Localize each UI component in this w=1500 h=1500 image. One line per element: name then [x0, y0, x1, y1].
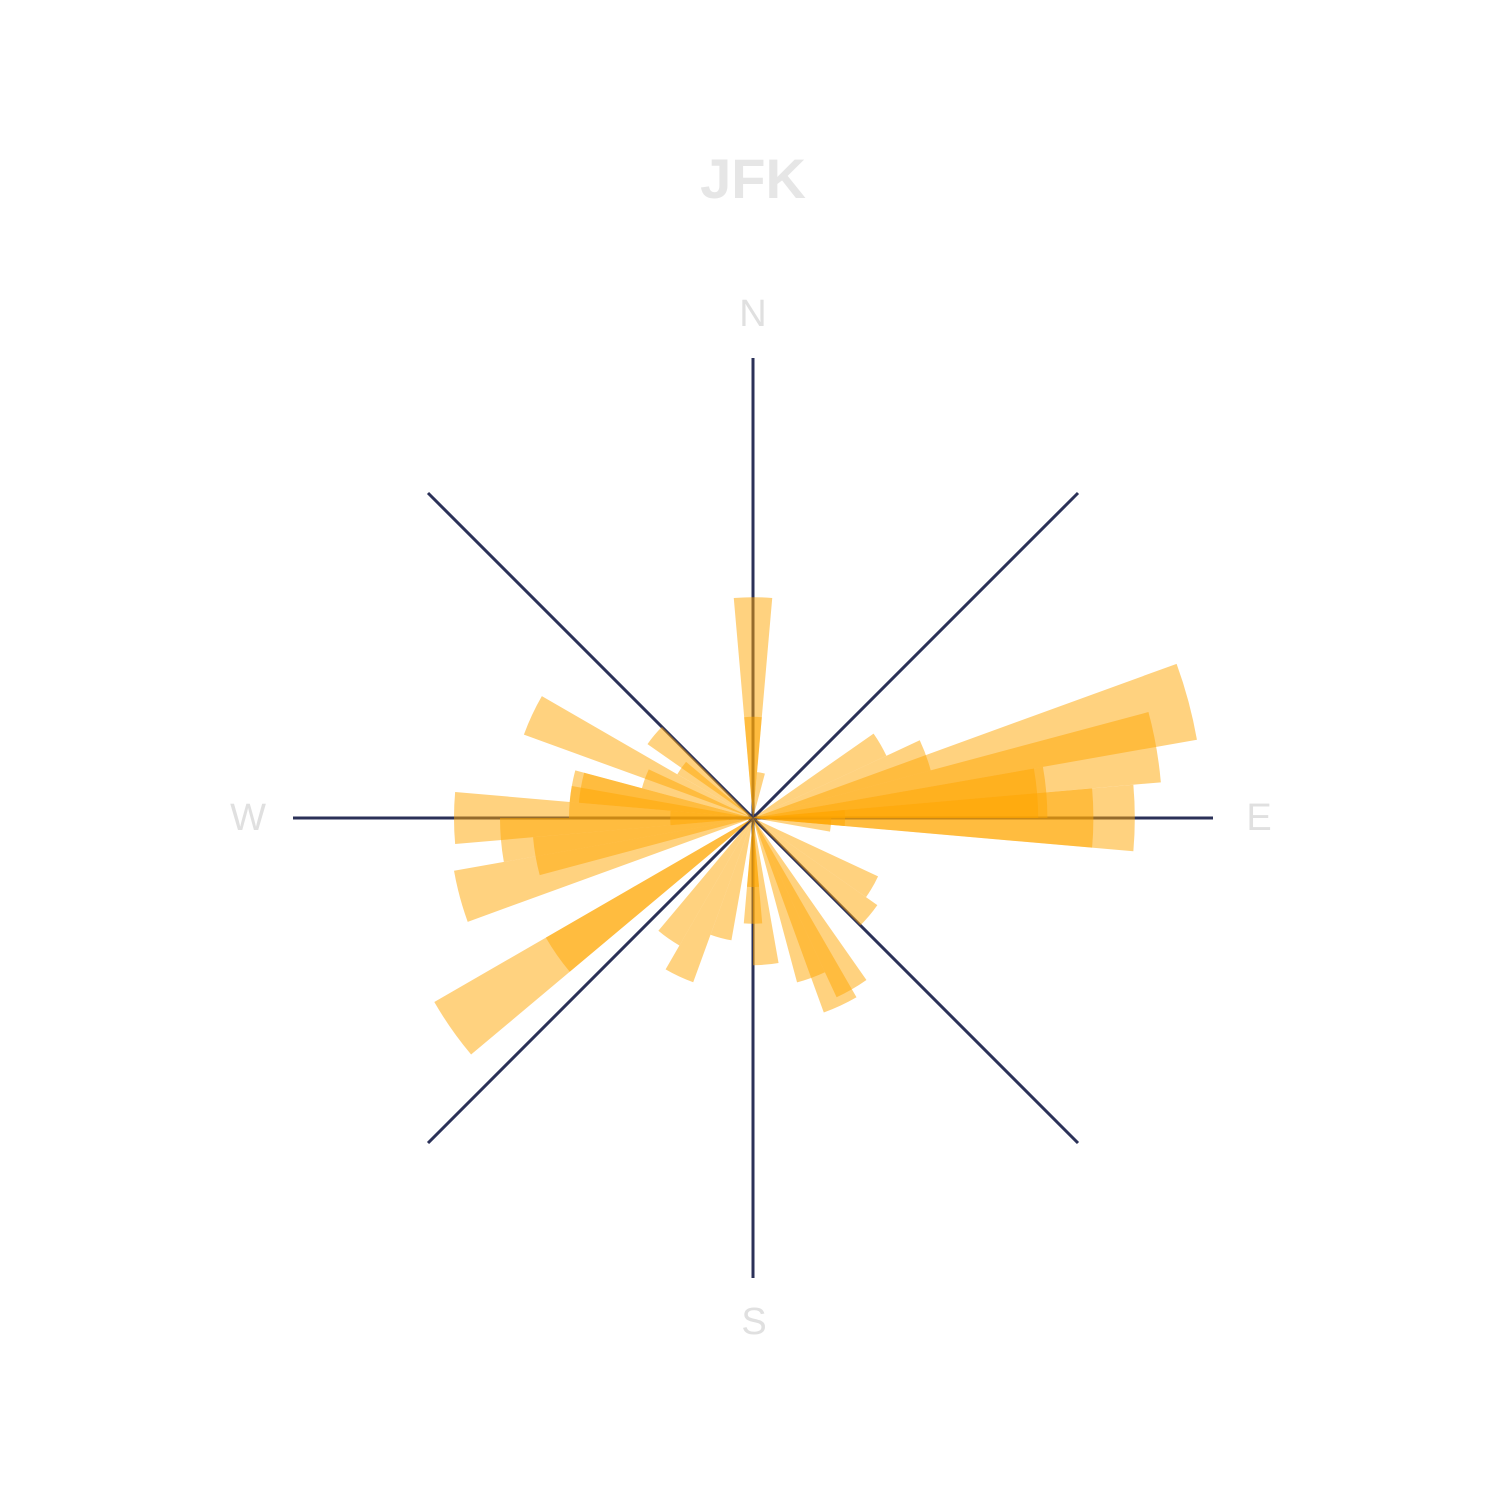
wind-sector-24: [533, 818, 753, 876]
wind-sector-0: [733, 597, 773, 818]
wind-sector-18: [710, 818, 753, 941]
wind-sector-13: [753, 818, 867, 998]
wind-sector-15: [753, 818, 857, 1013]
wind-sector-5: [753, 712, 1161, 818]
compass-label-east: E: [1246, 797, 1271, 839]
wind-sector-19: [665, 818, 753, 983]
wind-sector-29: [578, 772, 753, 818]
wind-sector-2: [753, 733, 887, 818]
wind-sector-23: [454, 818, 753, 922]
sector-group: [434, 597, 1197, 1055]
wind-sector-9: [753, 788, 1094, 848]
wind-sector-11: [753, 818, 879, 898]
compass-label-west: W: [230, 797, 266, 839]
wind-sector-12: [753, 818, 878, 926]
wind-sector-3: [753, 740, 931, 818]
wind-sector-20: [658, 818, 753, 946]
wind-sector-37: [670, 810, 753, 826]
wind-sector-33: [647, 726, 753, 818]
compass-label-north: N: [739, 293, 766, 335]
wind-sector-36: [746, 818, 760, 888]
wind-sector-34: [744, 716, 762, 818]
chart-title: JFK: [700, 147, 806, 210]
wind-sector-31: [523, 696, 753, 818]
wind-sector-22: [434, 818, 753, 1055]
wind-sector-35: [753, 809, 846, 827]
wind-sector-16: [753, 818, 779, 966]
wind-sector-1: [753, 772, 765, 818]
compass-label-south: S: [741, 1301, 766, 1343]
wind-sector-4: [753, 663, 1197, 818]
